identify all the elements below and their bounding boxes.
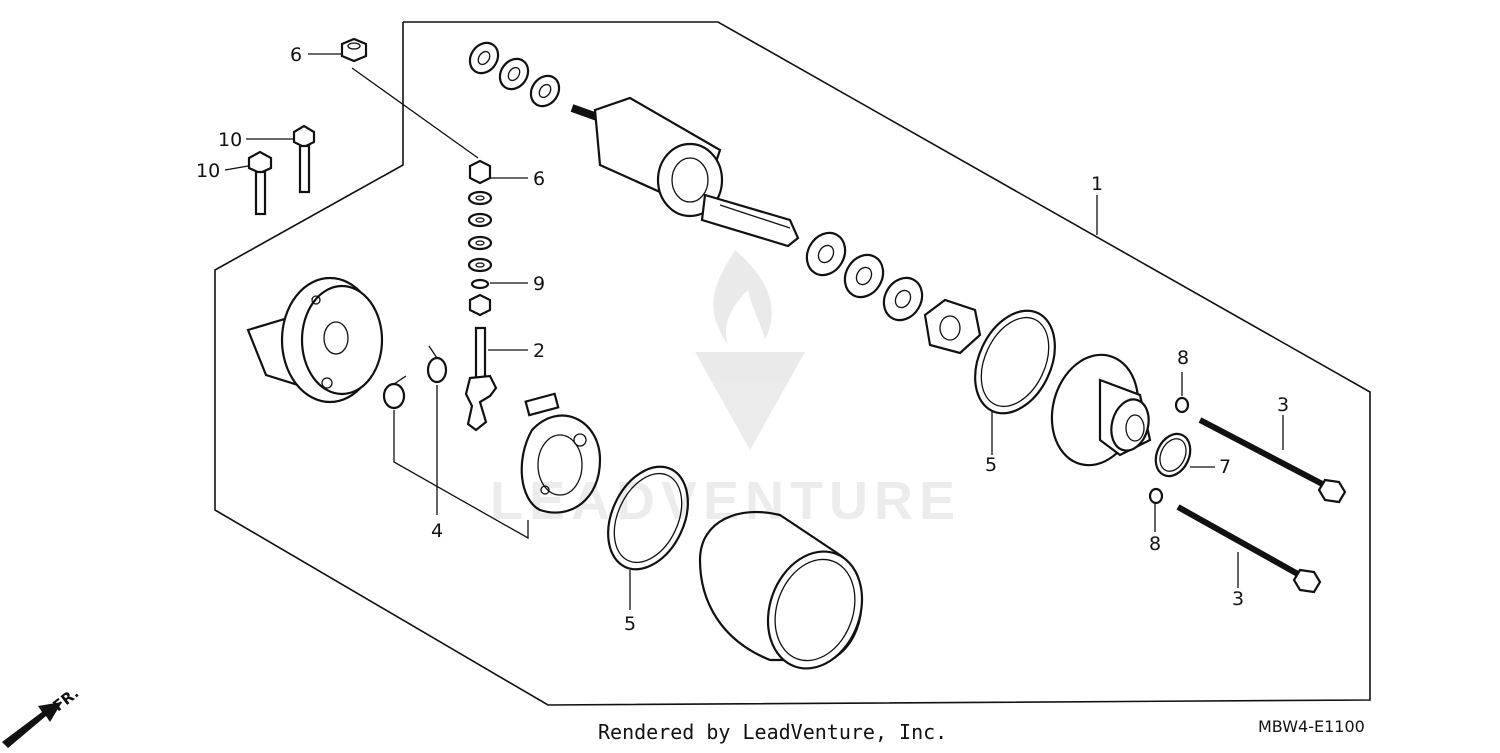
- part-rear-cover: [1050, 353, 1152, 467]
- part-top-washers: [468, 41, 561, 108]
- footer-credit: Rendered by LeadVenture, Inc.: [598, 720, 948, 744]
- part-washer-7: [1154, 432, 1192, 478]
- callout-6-top: 6: [290, 44, 302, 66]
- part-long-bolt-lower: [1176, 504, 1322, 594]
- callout-2: 2: [533, 340, 545, 362]
- part-nut-top: [340, 37, 368, 63]
- part-motor-case: [698, 510, 864, 670]
- callout-8-lower: 8: [1149, 533, 1161, 555]
- part-o-ring-8a: [1174, 396, 1190, 414]
- part-o-ring-lower: [607, 465, 689, 571]
- part-washer-stack: [467, 159, 493, 317]
- callout-4: 4: [431, 520, 443, 542]
- watermark-logo: [695, 250, 805, 450]
- part-brush-holder: [520, 392, 602, 514]
- callout-5-lower: 5: [624, 613, 636, 635]
- callout-5-upper: 5: [985, 454, 997, 476]
- watermark-text: LEADVENTURE: [490, 471, 962, 531]
- callout-3-lower: 3: [1232, 588, 1244, 610]
- part-armature: [570, 96, 800, 248]
- callout-3-upper: 3: [1277, 394, 1289, 416]
- part-terminal-bolt: [464, 326, 498, 432]
- leader-lines: [224, 53, 1284, 610]
- callout-6-stack: 6: [533, 168, 545, 190]
- callout-10-upper: 10: [218, 129, 242, 151]
- part-bolt-10b: [247, 150, 273, 216]
- part-front-cover: [246, 276, 384, 404]
- diagram-code: MBW4-E1100: [1258, 717, 1365, 736]
- part-o-ring-upper: [974, 309, 1056, 415]
- callout-9: 9: [533, 273, 545, 295]
- part-spring-b: [426, 345, 448, 384]
- part-bolt-10a: [292, 124, 316, 194]
- part-long-bolt-upper: [1198, 417, 1347, 504]
- part-o-ring-8b: [1148, 487, 1164, 505]
- callout-8-upper: 8: [1177, 347, 1189, 369]
- callout-1: 1: [1091, 173, 1103, 195]
- part-shaft-washers: [805, 231, 982, 355]
- callout-7: 7: [1219, 456, 1231, 478]
- assembly-outline: [214, 21, 1371, 706]
- front-direction-arrow-icon: [2, 702, 62, 748]
- part-spring-a: [382, 375, 407, 410]
- callout-10-lower: 10: [196, 160, 220, 182]
